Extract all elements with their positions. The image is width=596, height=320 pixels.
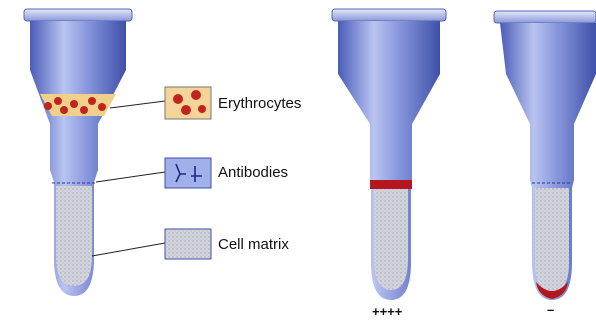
positive-result-label: ++++	[372, 304, 402, 319]
antibodies-label: Antibodies	[218, 164, 288, 181]
tube-positive	[332, 9, 446, 300]
cell-matrix-label: Cell matrix	[218, 236, 289, 253]
antibodies-swatch	[165, 158, 211, 188]
tube-negative	[494, 11, 596, 300]
tube-1	[24, 9, 132, 296]
cell-matrix-swatch	[165, 229, 211, 259]
erythrocytes-label: Erythrocytes	[218, 95, 301, 112]
erythrocytes-swatch	[165, 87, 211, 119]
negative-result-label: –	[547, 302, 554, 317]
